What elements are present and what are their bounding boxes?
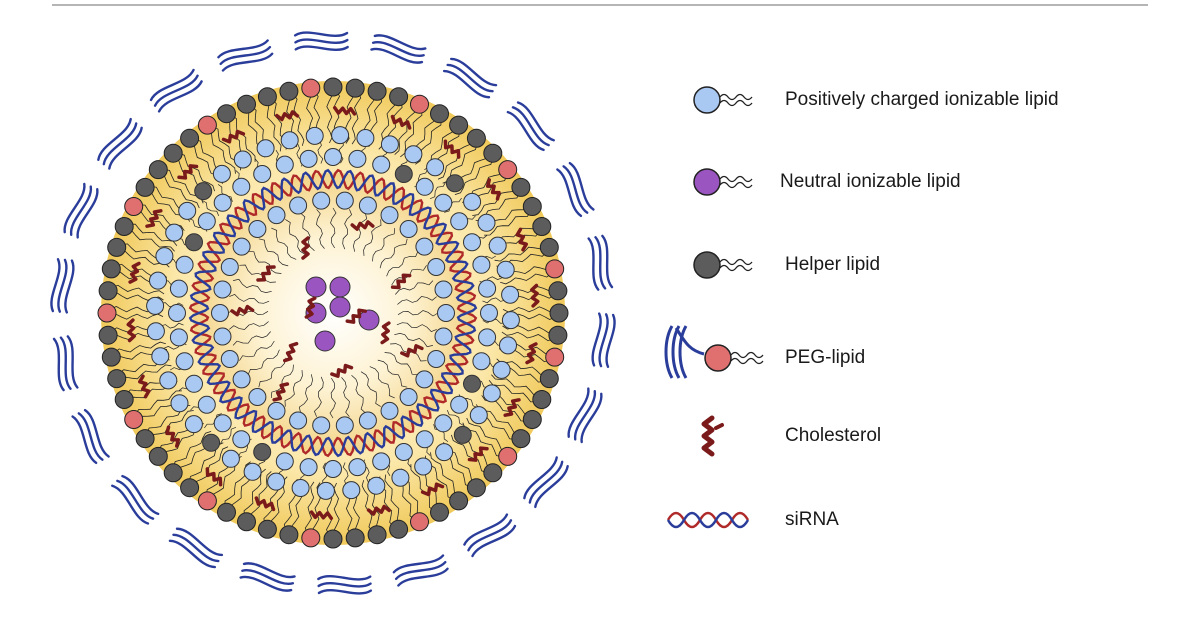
legend-label-cholesterol: Cholesterol [785, 425, 882, 446]
peg-chain [392, 554, 449, 587]
cholesterol-mark [350, 220, 375, 231]
peg-chain [463, 513, 517, 558]
peg-chain [567, 387, 603, 444]
cholesterol-mark [205, 467, 223, 487]
cholesterol-mark [254, 496, 276, 512]
peg-chain [63, 182, 99, 239]
peg-chain [149, 68, 203, 113]
peg-chain [217, 39, 274, 72]
core-neutral-lipid [329, 296, 351, 318]
nanoparticle-group [50, 31, 616, 595]
peg-chain [97, 117, 143, 170]
legend-item-helper: Helper lipid [660, 235, 1190, 295]
neutral-lipid-icon [693, 168, 753, 196]
cholesterol-mark [345, 308, 368, 324]
sirna-strand-blue [188, 168, 478, 458]
cholesterol-mark [309, 510, 334, 520]
cholesterol-mark [275, 110, 300, 122]
cholesterol-mark [380, 321, 391, 345]
core-neutral-lipid [358, 309, 380, 331]
cholesterol-mark [420, 482, 445, 497]
cholesterol-mark [400, 344, 424, 358]
cholesterol-mark [126, 318, 136, 343]
legend-label-sirna: siRNA [785, 509, 839, 530]
positive-lipid-icon [693, 86, 753, 114]
peg-chain [442, 57, 498, 99]
cholesterol-mark [443, 139, 461, 159]
cholesterol-mark [525, 342, 538, 365]
legend-label-helper: Helper lipid [785, 254, 881, 275]
cholesterol-mark [230, 304, 255, 317]
cholesterol-mark [221, 129, 246, 144]
peg-chain [556, 161, 595, 218]
peg-chain [317, 574, 373, 595]
cholesterol-mark [366, 504, 391, 516]
legend-label-peg: PEG-lipid [785, 347, 866, 368]
cholesterol-mark [467, 446, 489, 462]
cholesterol-mark [390, 114, 412, 130]
legend-item-neutral: Neutral ionizable lipid [660, 152, 1190, 212]
peg-chain [52, 335, 79, 392]
legend-label-neutral: Neutral ionizable lipid [780, 171, 961, 192]
peg-chain [168, 527, 224, 569]
peg-chain [370, 34, 427, 64]
cholesterol-mark [304, 296, 317, 319]
cholesterol-mark [530, 283, 540, 308]
cholesterol-mark [503, 398, 521, 417]
sirna-icon [666, 511, 750, 529]
cholesterol-mark [485, 178, 501, 201]
cholesterol-mark [301, 236, 310, 260]
cholesterol-mark [515, 227, 528, 252]
legend-item-sirna: siRNA [660, 490, 1190, 550]
peg-chain [111, 474, 160, 525]
peg-chain [523, 456, 569, 509]
legend-item-positive: Positively charged ionizable lipid [660, 70, 1190, 130]
legend: Positively charged ionizable lipid Neutr… [660, 60, 1190, 580]
peg-chain [587, 234, 614, 291]
legend-item-peg: PEG-lipid [660, 322, 1190, 382]
cholesterol-mark [165, 425, 181, 448]
cholesterol-mark [145, 209, 163, 228]
lipid-nanoparticle-diagram [50, 31, 616, 595]
cholesterol-mark [177, 164, 199, 180]
cholesterol-mark [390, 273, 412, 290]
middle-headgroup-ring [168, 148, 498, 478]
peg-chain [239, 562, 296, 592]
cholesterol-icon [701, 415, 724, 457]
peg-chain [71, 408, 110, 465]
inner-headgroup-ring [211, 191, 455, 435]
cholesterol-mark [272, 382, 290, 402]
cholesterol-mark [332, 106, 357, 116]
peg-chain [591, 312, 616, 368]
core-neutral-lipid [329, 276, 351, 298]
cholesterol-mark [138, 374, 151, 399]
inner-outer-headgroup-ring [146, 126, 520, 500]
cholesterol-mark [256, 265, 276, 282]
cholesterol-mark [128, 261, 141, 284]
peg-chain [506, 101, 555, 152]
peg-lipid-icon [664, 325, 764, 379]
cholesterol-mark [282, 341, 299, 363]
peg-chain [50, 258, 75, 314]
outer-headgroup-ring [97, 77, 569, 549]
helper-lipid-icon [693, 251, 753, 279]
core-neutral-lipid [305, 276, 327, 298]
top-divider [52, 4, 1148, 6]
legend-label-positive: Positively charged ionizable lipid [785, 89, 1059, 110]
peg-chains [50, 31, 616, 595]
peg-chain [293, 31, 349, 52]
legend-item-cholesterol: Cholesterol [660, 406, 1190, 466]
core-neutral-lipid [314, 330, 336, 352]
core-tails [227, 207, 439, 419]
cholesterol-mark [330, 363, 354, 378]
